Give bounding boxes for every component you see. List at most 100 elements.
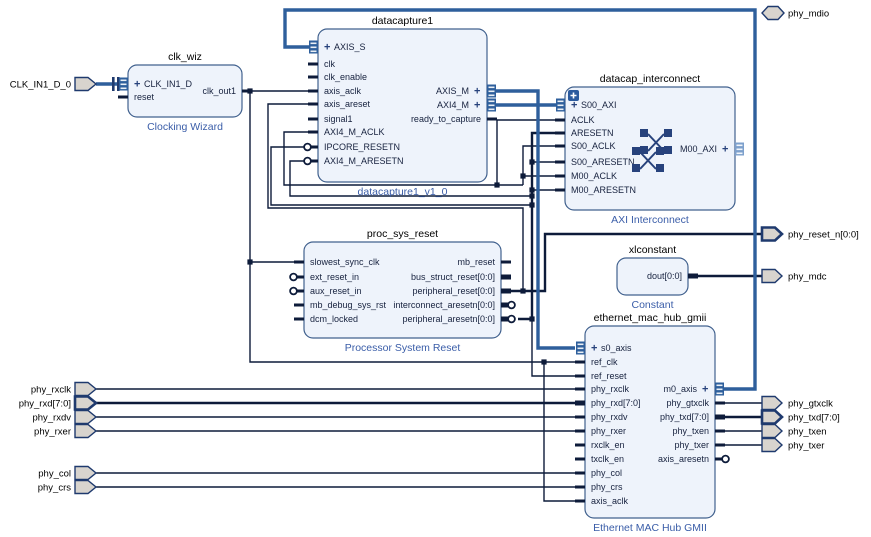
port-datacapture1-signal1[interactable]: signal1 <box>308 114 353 124</box>
port-ethernet_mac_hub_gmii-phy_gtxclk[interactable]: phy_gtxclk <box>666 398 725 408</box>
port-ethernet_mac_hub_gmii-txclk_en[interactable]: txclk_en <box>575 454 624 464</box>
port-ethernet_mac_hub_gmii-ref_reset[interactable]: ref_reset <box>575 371 627 381</box>
port-ethernet_mac_hub_gmii-phy_txer[interactable]: phy_txer <box>674 440 725 450</box>
port-clk_wiz-reset[interactable]: reset <box>118 92 155 102</box>
expand-plus-icon[interactable]: + <box>702 383 708 395</box>
port-proc_sys_reset-interconnect_aresetn[0:0][interactable]: interconnect_aresetn[0:0] <box>393 300 516 310</box>
ethernet_mac_hub_gmii-m0_axis-interface-connector[interactable] <box>715 382 724 396</box>
external-port-phy_col[interactable]: phy_col <box>38 465 98 481</box>
external-port-phy_mdc[interactable]: phy_mdc <box>761 268 827 284</box>
expand-plus-icon[interactable]: + <box>134 78 140 90</box>
external-port-phy_rxclk[interactable]: phy_rxclk <box>31 381 98 397</box>
clk_wiz-CLK_IN1_D-interface-connector[interactable] <box>119 77 128 91</box>
port-clk_wiz-CLK_IN1_D[interactable]: +CLK_IN1_D <box>134 78 193 90</box>
datacap_interconnect-S00_AXI-interface-connector[interactable] <box>556 98 565 112</box>
expand-plus-icon[interactable]: + <box>591 342 597 354</box>
port-proc_sys_reset-ext_reset_in[interactable]: ext_reset_in <box>289 272 359 282</box>
port-proc_sys_reset-aux_reset_in[interactable]: aux_reset_in <box>289 286 362 296</box>
port-datacapture1-AXI4_M_ACLK[interactable]: AXI4_M_ACLK <box>308 127 385 137</box>
port-proc_sys_reset-mb_debug_sys_rst[interactable]: mb_debug_sys_rst <box>294 300 387 310</box>
wire-s00_aclk-branch[interactable] <box>522 145 555 185</box>
port-datacapture1-axis_areset[interactable]: axis_areset <box>308 99 371 109</box>
wire-peripheral_aresetn-run[interactable] <box>518 131 555 321</box>
port-ethernet_mac_hub_gmii-phy_txen[interactable]: phy_txen <box>672 426 725 436</box>
port-proc_sys_reset-slowest_sync_clk[interactable]: slowest_sync_clk <box>294 257 380 267</box>
port-proc_sys_reset-peripheral_reset[0:0][interactable]: peripheral_reset[0:0] <box>412 286 511 296</box>
port-datacapture1-axis_aclk[interactable]: axis_aclk <box>308 86 362 96</box>
port-datacapture1-AXI4_M[interactable]: +AXI4_M <box>437 99 480 111</box>
port-label: peripheral_aresetn[0:0] <box>402 314 495 324</box>
expand-plus-icon[interactable]: + <box>474 85 480 97</box>
external-port-phy_reset_n[0:0][interactable]: phy_reset_n[0:0] <box>760 226 859 242</box>
port-ethernet_mac_hub_gmii-s0_axis[interactable]: +s0_axis <box>591 342 632 354</box>
expand-plus-icon[interactable]: + <box>722 143 728 155</box>
port-clk_wiz-clk_out1[interactable]: clk_out1 <box>202 86 252 96</box>
port-proc_sys_reset-bus_struct_reset[0:0][interactable]: bus_struct_reset[0:0] <box>411 272 511 282</box>
port-ethernet_mac_hub_gmii-phy_txd[7:0][interactable]: phy_txd[7:0] <box>660 412 725 422</box>
port-ethernet_mac_hub_gmii-phy_rxdv[interactable]: phy_rxdv <box>575 412 628 422</box>
external-port-phy_rxd[7:0][interactable]: phy_rxd[7:0] <box>19 395 99 411</box>
expand-plus-icon[interactable]: + <box>474 99 480 111</box>
port-datacapture1-AXIS_M[interactable]: +AXIS_M <box>436 85 480 97</box>
expand-plus-icon[interactable]: + <box>324 41 330 53</box>
external-port-phy_crs[interactable]: phy_crs <box>38 479 98 495</box>
wire-clk-main-vertical[interactable] <box>249 91 575 363</box>
wire-ipcore_resetn-run[interactable] <box>270 146 532 206</box>
external-port-phy_rxdv[interactable]: phy_rxdv <box>32 409 98 425</box>
port-ethernet_mac_hub_gmii-rxclk_en[interactable]: rxclk_en <box>575 440 625 450</box>
external-port-phy_txd[7:0][interactable]: phy_txd[7:0] <box>760 409 840 425</box>
block-body-ethernet_mac_hub_gmii[interactable] <box>584 325 716 519</box>
port-xlconstant-dout[0:0][interactable]: dout[0:0] <box>647 271 698 281</box>
port-ethernet_mac_hub_gmii-phy_col[interactable]: phy_col <box>575 468 622 478</box>
expand-plus-icon[interactable]: + <box>571 99 577 111</box>
port-datacap_interconnect-M00_ACLK[interactable]: M00_ACLK <box>555 171 617 181</box>
port-datacap_interconnect-M00_ARESETN[interactable]: M00_ARESETN <box>555 185 636 195</box>
port-datacap_interconnect-ARESETN[interactable]: ARESETN <box>555 128 614 138</box>
port-datacap_interconnect-M00_AXI[interactable]: +M00_AXI <box>680 143 728 155</box>
datacapture1-AXIS_M-interface-connector[interactable] <box>487 84 496 98</box>
port-datacapture1-AXIS_S[interactable]: +AXIS_S <box>324 41 366 53</box>
datacapture1-AXI4_M-interface-connector[interactable] <box>487 98 496 112</box>
wire-axis_areset-run[interactable] <box>267 103 524 291</box>
wire-aclk-branch[interactable] <box>496 119 555 185</box>
port-ethernet_mac_hub_gmii-axis_aresetn[interactable]: axis_aresetn <box>658 454 730 464</box>
port-ethernet_mac_hub_gmii-m0_axis[interactable]: +m0_axis <box>663 383 708 395</box>
port-datacap_interconnect-S00_ACLK[interactable]: S00_ACLK <box>555 141 616 151</box>
datacap_interconnect-M00_AXI-interface-connector[interactable] <box>735 142 744 156</box>
wire-axis_m-to-s0_axis[interactable] <box>496 89 575 350</box>
port-ethernet_mac_hub_gmii-phy_crs[interactable]: phy_crs <box>575 482 623 492</box>
wire-peripheral_reset-to-phy_reset_n[interactable] <box>511 232 762 293</box>
port-datacapture1-IPCORE_RESETN[interactable]: IPCORE_RESETN <box>303 142 400 152</box>
external-port-phy_mdio[interactable]: phy_mdio <box>761 5 829 21</box>
external-port-phy_txer[interactable]: phy_txer <box>761 437 824 453</box>
port-proc_sys_reset-mb_reset[interactable]: mb_reset <box>457 257 511 267</box>
port-datacapture1-clk[interactable]: clk <box>308 59 335 69</box>
block-expand-button[interactable] <box>568 90 579 101</box>
wire-axi4_m_aclk-run[interactable] <box>283 131 523 186</box>
ethernet_mac_hub_gmii-s0_axis-interface-connector[interactable] <box>576 341 585 355</box>
port-ethernet_mac_hub_gmii-ref_clk[interactable]: ref_clk <box>575 357 618 367</box>
port-ethernet_mac_hub_gmii-axis_aclk[interactable]: axis_aclk <box>575 496 629 506</box>
port-datacap_interconnect-S00_ARESETN[interactable]: S00_ARESETN <box>555 157 635 167</box>
port-datacapture1-clk_enable[interactable]: clk_enable <box>308 72 367 82</box>
port-ethernet_mac_hub_gmii-phy_rxer[interactable]: phy_rxer <box>575 426 626 436</box>
port-label: axis_aclk <box>591 496 629 506</box>
wire-m0_axis-to-axis_s-loop[interactable] <box>283 8 757 391</box>
wire-ref_reset-branch[interactable] <box>531 319 575 377</box>
external-port-phy_txen[interactable]: phy_txen <box>761 423 827 439</box>
external-port-CLK_IN1_D_0[interactable]: CLK_IN1_D_0 <box>10 76 98 92</box>
wire-axi4_m_aresetn-branch[interactable] <box>289 160 532 197</box>
external-port-phy_gtxclk[interactable]: phy_gtxclk <box>761 395 833 411</box>
datacapture1-AXIS_S-interface-connector[interactable] <box>309 40 318 54</box>
port-datacap_interconnect-S00_AXI[interactable]: +S00_AXI <box>571 99 617 111</box>
port-datacap_interconnect-ACLK[interactable]: ACLK <box>555 115 595 125</box>
port-ethernet_mac_hub_gmii-phy_rxd[7:0][interactable]: phy_rxd[7:0] <box>575 398 641 408</box>
port-proc_sys_reset-peripheral_aresetn[0:0][interactable]: peripheral_aresetn[0:0] <box>402 314 516 324</box>
port-datacapture1-ready_to_capture[interactable]: ready_to_capture <box>411 114 497 124</box>
port-proc_sys_reset-dcm_locked[interactable]: dcm_locked <box>294 314 358 324</box>
port-ethernet_mac_hub_gmii-phy_rxclk[interactable]: phy_rxclk <box>575 384 630 394</box>
wire-clk-to-eth-axis_aclk[interactable] <box>543 362 575 502</box>
port-datacapture1-AXI4_M_ARESETN[interactable]: AXI4_M_ARESETN <box>303 156 404 166</box>
external-port-phy_rxer[interactable]: phy_rxer <box>34 423 98 439</box>
